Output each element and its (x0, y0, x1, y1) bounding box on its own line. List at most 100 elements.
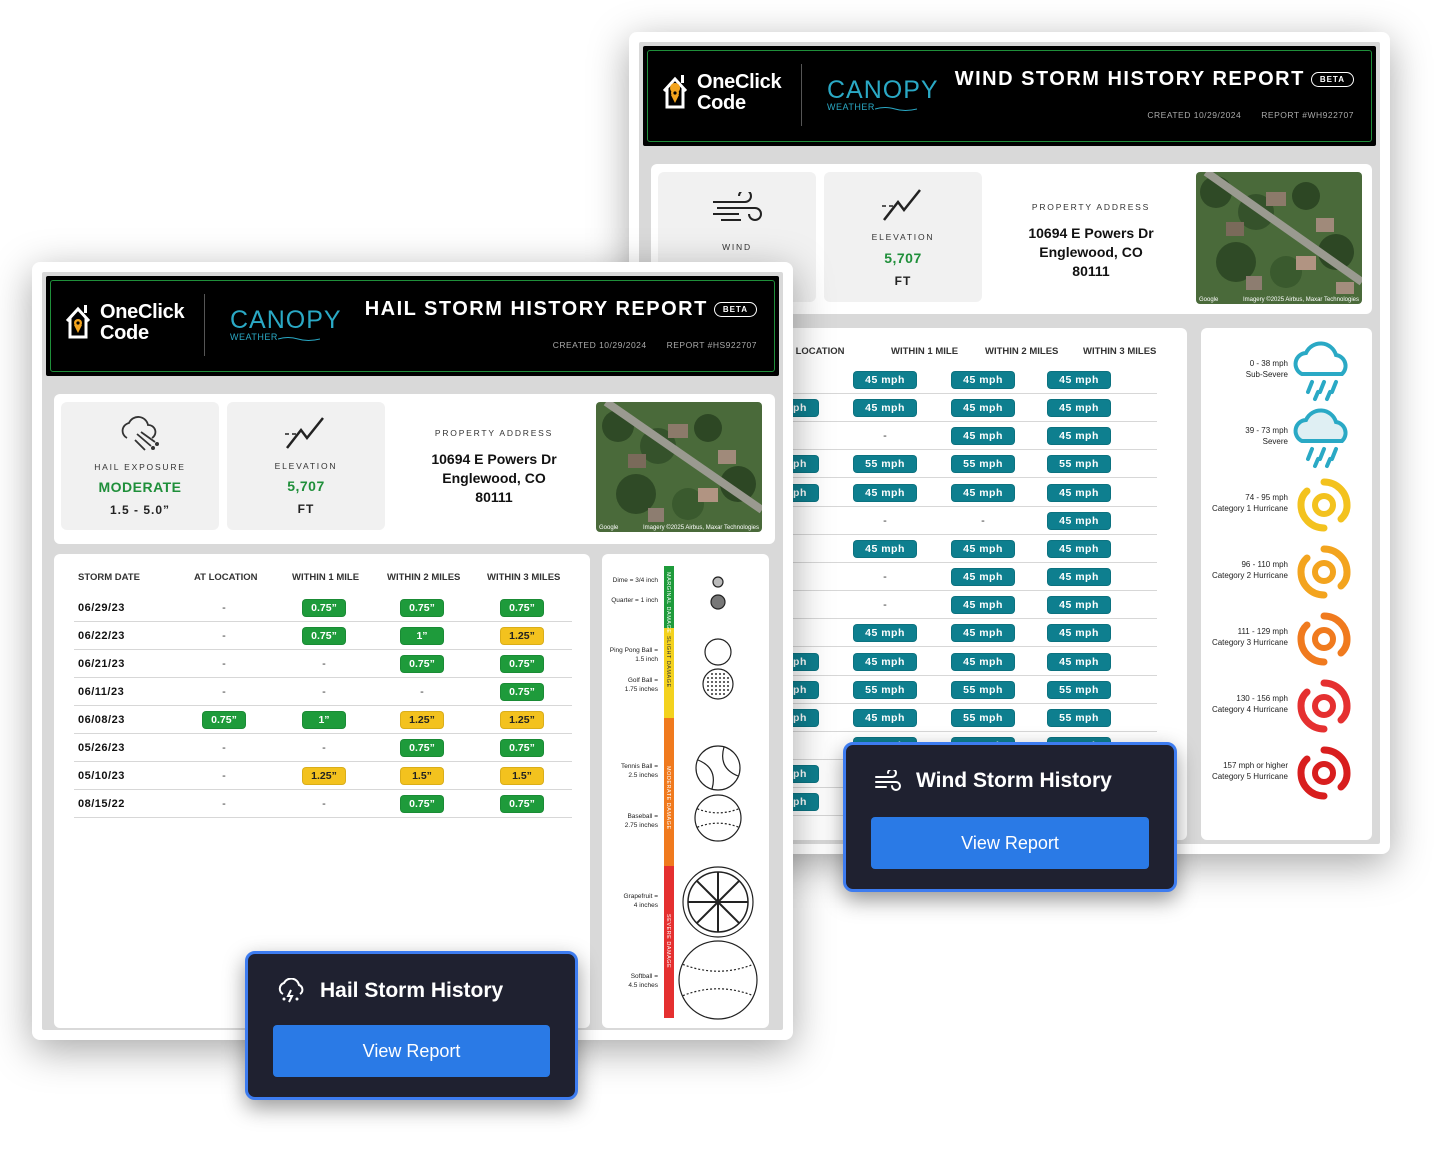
scale-severe (664, 866, 674, 1018)
wind-speed-cell: 45 mph (1031, 648, 1127, 676)
report-number: REPORT #WH922707 (1261, 110, 1354, 120)
hail-table-header: STORM DATE AT LOCATION WITHIN 1 MILE WIT… (54, 572, 590, 586)
scale-marginal (664, 566, 674, 628)
empty-dash: - (883, 571, 887, 584)
wind-table-header: AT LOCATION WITHIN 1 MILE WITHIN 2 MILES… (651, 346, 1187, 360)
softball-icon (678, 940, 758, 1020)
wind-speed-cell: - (837, 563, 933, 591)
empty-dash: - (222, 770, 226, 782)
elevation-card: ELEVATION 5,707 FT (227, 402, 385, 530)
wind-speed-cell: 55 mph (935, 676, 1031, 704)
hail-size-cell: 1.25” (274, 762, 374, 790)
hail-size-pill: 0.75” (202, 711, 246, 729)
wind-speed-cell: 55 mph (837, 676, 933, 704)
elevation-card: ELEVATION 5,707 FT (824, 172, 982, 302)
empty-dash: - (420, 686, 424, 698)
wind-speed-pill: 45 mph (853, 539, 917, 558)
wind-speed-cell: 45 mph (935, 619, 1031, 647)
empty-dash: - (222, 798, 226, 810)
wind-range: 0 - 38 mph (1249, 359, 1288, 368)
wave-icon (875, 107, 917, 111)
hurricane-icon (1297, 478, 1351, 532)
storm-date: 06/08/23 (78, 706, 168, 734)
wind-speed-pill: 45 mph (951, 427, 1015, 446)
report-title: WIND STORM HISTORY REPORT (954, 68, 1305, 90)
hail-size-cell: 1.5” (372, 762, 472, 790)
wind-view-report-button[interactable]: View Report (871, 817, 1149, 869)
address-line-3: 80111 (475, 489, 513, 505)
empty-dash: - (222, 602, 226, 614)
wind-speed-cell: 45 mph (1031, 507, 1127, 535)
canopy-word: CANOPY (230, 306, 342, 334)
empty-dash: - (222, 686, 226, 698)
empty-dash: - (883, 514, 887, 527)
table-row: 05/26/23--0.75”0.75” (74, 734, 572, 762)
hail-size-pill: 0.75” (500, 683, 544, 701)
wind-speed-pill: 45 mph (853, 399, 917, 418)
report-title: HAIL STORM HISTORY REPORT (364, 298, 708, 320)
scale-slight (664, 628, 674, 718)
wind-speed-cell: 55 mph (1031, 450, 1127, 478)
hail-storm-icon (278, 978, 304, 1003)
hail-size-cell: 0.75” (372, 650, 472, 678)
date-text: 06/29/23 (78, 602, 125, 614)
hail-size-cell: - (174, 678, 274, 706)
wind-speed-pill: 45 mph (853, 371, 917, 389)
col-within-3-miles: WITHIN 3 MILES (1083, 346, 1157, 357)
wind-icon (713, 192, 762, 221)
hail-size-label: Softball =4.5 inches (628, 973, 658, 989)
wind-speed-cell: 55 mph (935, 450, 1031, 478)
grapefruit-icon (682, 866, 754, 938)
wind-speed-pill: 55 mph (951, 708, 1015, 727)
wind-range: 157 mph or higher (1223, 761, 1288, 770)
date-text: 05/10/23 (78, 770, 125, 782)
wind-speed-pill: 45 mph (951, 539, 1015, 558)
table-row: 06/29/23-0.75”0.75”0.75” (74, 594, 572, 622)
wind-speed-cell: 45 mph (837, 648, 933, 676)
col-within-2-miles: WITHIN 2 MILES (387, 572, 461, 583)
created-date: CREATED 10/29/2024 (1147, 110, 1242, 120)
wind-speed-cell: 45 mph (837, 366, 933, 394)
hurricane-icon (1297, 746, 1351, 800)
hail-size-cell: 1” (372, 622, 472, 650)
hail-cta-title: Hail Storm History (320, 979, 504, 1002)
wind-speed-pill: 45 mph (1047, 539, 1111, 558)
hail-size-cell: 0.75” (372, 594, 472, 622)
storm-date: 08/15/22 (78, 790, 168, 818)
hail-size-cell: - (372, 678, 472, 706)
wind-category-name: Category 5 Hurricane (1211, 772, 1288, 781)
hail-size-pill: 0.75” (400, 599, 444, 617)
col-at-location: AT LOCATION (781, 346, 845, 357)
wind-speed-pill: 55 mph (951, 455, 1015, 474)
wind-speed-pill: 55 mph (853, 680, 917, 699)
hail-exposure-value: MODERATE (98, 479, 182, 495)
hail-size-cell: 0.75” (274, 622, 374, 650)
scale-moderate (664, 718, 674, 866)
wind-speed-cell: - (935, 507, 1031, 535)
wind-speed-pill: 45 mph (1047, 568, 1111, 587)
elevation-value: 5,707 (287, 478, 325, 494)
hail-size-cell: 1.25” (472, 706, 572, 734)
hail-size-cell: - (174, 594, 274, 622)
hail-size-cell: 1.25” (372, 706, 472, 734)
storm-date: 06/22/23 (78, 622, 168, 650)
hail-size-cell: 1.25” (472, 622, 572, 650)
scale-label-slight: SLIGHT DAMAGE (665, 636, 671, 688)
wind-speed-pill: 45 mph (1047, 483, 1111, 502)
oneclick-code-logo: OneClick Code (661, 72, 782, 114)
date-text: 06/11/23 (78, 686, 125, 698)
scale-label-severe: SEVERE DAMAGE (665, 914, 671, 969)
table-row: 08/15/22--0.75”0.75” (74, 790, 572, 818)
ping-pong-ball-icon (704, 638, 732, 666)
mountain-peak-icon (882, 189, 921, 221)
empty-dash: - (322, 742, 326, 754)
hail-view-report-button[interactable]: View Report (273, 1025, 550, 1077)
created-date: CREATED 10/29/2024 (552, 340, 647, 350)
hail-size-cell: - (174, 790, 274, 818)
table-row: ---45 mph (651, 507, 1157, 535)
table-row: 05/10/23-1.25”1.5”1.5” (74, 762, 572, 790)
wind-speed-pill: 55 mph (1047, 455, 1111, 474)
weather-word: WEATHER (230, 332, 278, 342)
